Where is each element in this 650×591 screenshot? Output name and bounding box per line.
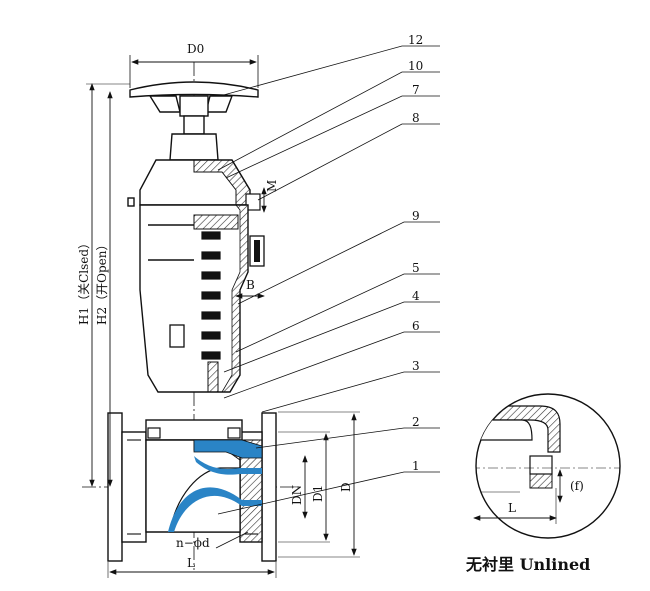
part-number-10: 10 xyxy=(408,59,423,73)
diaphragm xyxy=(193,439,263,459)
handwheel xyxy=(129,81,259,135)
dn-label: DN xyxy=(290,485,304,505)
h2-label: H2（开Open） xyxy=(95,239,109,325)
detail-f-label: (f) xyxy=(570,479,584,493)
b-label: B xyxy=(246,278,255,292)
stem xyxy=(207,361,219,393)
part-number-6: 6 xyxy=(412,319,420,333)
flange-bolts xyxy=(127,439,258,535)
part-number-5: 5 xyxy=(412,261,420,275)
detail-view: L (f) xyxy=(473,393,621,539)
part-number-8: 8 xyxy=(412,111,420,125)
part-number-2: 2 xyxy=(412,415,420,429)
bonnet-bolts xyxy=(147,427,241,439)
lining-lower xyxy=(168,487,262,532)
leader-lines xyxy=(217,45,440,515)
detail-caption: 无衬里 Unlined xyxy=(465,555,590,574)
piston xyxy=(193,214,239,230)
air-port-core xyxy=(254,240,260,262)
d0-label: D0 xyxy=(187,42,204,56)
spring xyxy=(201,231,221,360)
part-number-9: 9 xyxy=(412,209,420,223)
part-number-12: 12 xyxy=(408,33,423,47)
part-number-1: 1 xyxy=(412,459,420,473)
detail-l-label: L xyxy=(508,501,516,515)
cylinder-wall-section xyxy=(221,204,249,393)
part-number-7: 7 xyxy=(412,83,420,97)
d1-label: D1 xyxy=(311,485,325,502)
indicator-window xyxy=(169,324,185,348)
vent-plug xyxy=(245,193,261,211)
l-label: L xyxy=(187,556,195,570)
bolt-hole-label: n−ϕd xyxy=(176,536,210,550)
h1-label: H1（关Clsed） xyxy=(77,237,91,325)
part-number-4: 4 xyxy=(412,289,420,303)
m-label: M xyxy=(265,180,279,192)
bolt-leader xyxy=(215,531,249,549)
part-numbers: 12 10 7 8 9 5 4 6 3 2 1 xyxy=(408,33,423,473)
part-number-3: 3 xyxy=(412,359,420,373)
lining-upper xyxy=(194,456,262,475)
d-label: D xyxy=(339,482,353,492)
